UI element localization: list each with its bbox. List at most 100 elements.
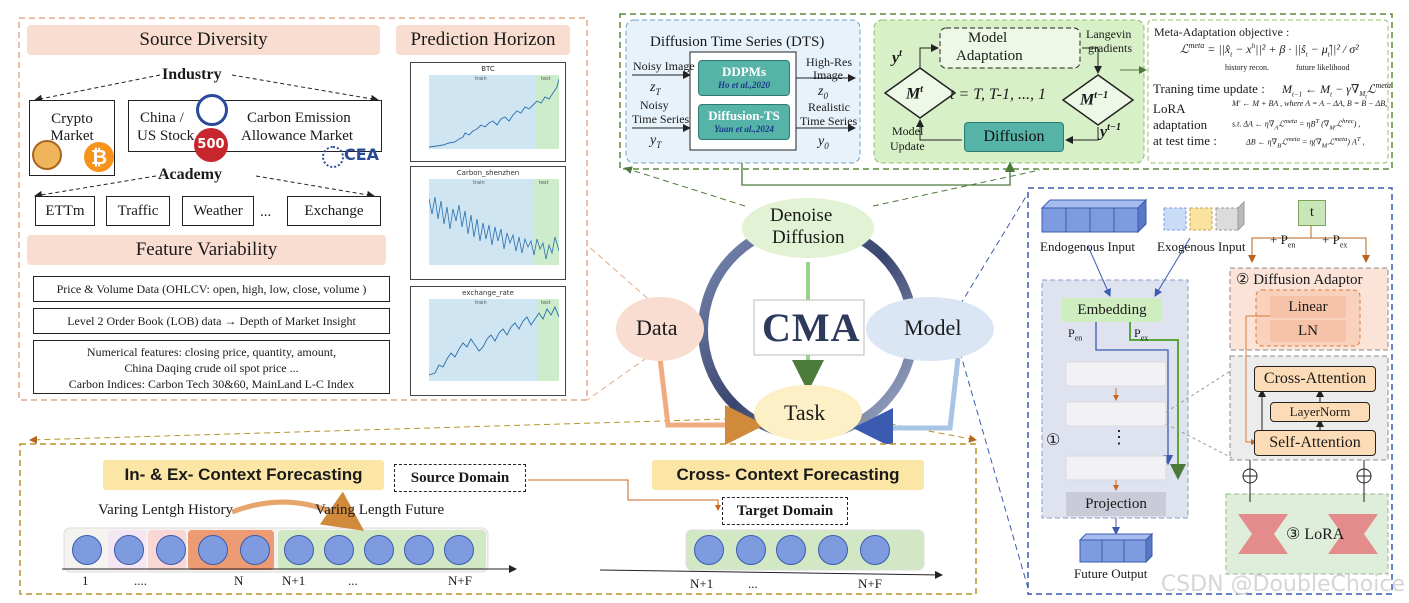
- lora-label: ③ LoRA: [1286, 526, 1345, 543]
- exogenous-arrow: [1154, 237, 1191, 297]
- data-label: Data: [636, 315, 678, 340]
- encoder-zoom-line-2: [1165, 423, 1233, 459]
- numerical-line-1: Numerical features: closing price, quant…: [86, 345, 337, 359]
- target-domain-box: Target Domain: [722, 497, 848, 525]
- cma-box: [753, 299, 865, 356]
- chart-carbon: Carbon_shenzhen train test: [410, 166, 566, 280]
- encoder-zoom-line-1: [1165, 369, 1233, 413]
- langevin-line-2: gradients: [1088, 41, 1132, 55]
- model-update-line-2: Update: [890, 139, 925, 153]
- history-circle-5: [240, 535, 270, 565]
- adaptor-title: ② Diffusion Adaptor: [1236, 272, 1363, 288]
- lora-formula-3: ΔB ← η∇Bℒmeta = η(∇M′ℒmeta) AT ,: [1246, 136, 1365, 150]
- prediction-horizon-title: Prediction Horizon: [396, 25, 570, 55]
- chart-btc-test: test: [541, 76, 551, 82]
- history-circle-3: [156, 535, 186, 565]
- cea-logo: CEA: [344, 145, 380, 164]
- lora-formula-1: M′ ← M + BA , where A = A − ΔA, B = B − …: [1232, 99, 1388, 108]
- task-label: Task: [784, 400, 826, 425]
- endogenous-arrow: [1087, 245, 1111, 297]
- axis1-tick-dots: ....: [134, 573, 147, 588]
- source-domain-box: Source Domain: [394, 464, 526, 492]
- future-output-label: Future Output: [1074, 566, 1148, 581]
- ddpms-cite: Ho et al.,2020: [718, 80, 770, 90]
- ddpms-label: DDPMs: [721, 64, 767, 79]
- target-circle-3: [776, 535, 806, 565]
- axis1-tick-n: N: [234, 573, 244, 588]
- chart-exchange-title: exchange_rate: [462, 289, 514, 297]
- data-to-task-arrow: [657, 357, 765, 445]
- future-circle-1: [284, 535, 314, 565]
- chart-carbon-train: train: [473, 180, 485, 186]
- dataset-ellipsis: ...: [260, 204, 272, 220]
- model-to-task-arrow: [853, 357, 961, 448]
- lora-shape-left: [1238, 514, 1288, 554]
- linear-block: Linear: [1270, 296, 1346, 318]
- future-likelihood-label: future likelihood: [1296, 63, 1350, 72]
- objective-title: Meta-Adaptation objective :: [1154, 25, 1290, 39]
- academy-label: Academy: [158, 166, 222, 183]
- dts-to-meta-connector: [741, 161, 1016, 186]
- industry-label: Industry: [162, 66, 222, 83]
- p-ex-label: + Pex: [1322, 232, 1348, 250]
- cross-attention-block: Cross-Attention: [1254, 366, 1376, 392]
- feature-ohlcv: Price & Volume Data (OHLCV: open, high, …: [33, 276, 390, 302]
- chart-exchange: exchange_rate train test: [410, 286, 566, 396]
- academy-right-arrow: [255, 175, 375, 199]
- cma-label: CMA: [762, 305, 861, 350]
- dts-title: Diffusion Time Series (DTS): [650, 34, 825, 50]
- cea-sun-icon: [322, 146, 344, 168]
- axis1-tick-dots2: ...: [348, 573, 358, 588]
- carbon-line-2: Allowance Market: [241, 128, 354, 144]
- ddpms-block: DDPMs Ho et al.,2020: [698, 60, 790, 96]
- z-t-label: zT: [650, 80, 661, 97]
- t-arrow-left: [1248, 226, 1312, 263]
- future-output-cubes: [1078, 532, 1154, 564]
- training-update-label: Traning time update :: [1153, 81, 1265, 96]
- sp500-badge-icon: 500: [194, 128, 228, 162]
- mt-diamond-right: [1061, 74, 1135, 126]
- mt-left-label: Mt: [906, 84, 924, 103]
- pen-label: Pen: [1068, 326, 1083, 343]
- chart-exchange-line: [429, 305, 559, 376]
- sse-logo-icon: [196, 94, 228, 126]
- axis-2: [599, 569, 943, 579]
- axis1-tick-nf: N+F: [448, 573, 472, 588]
- noisy-image-label: Noisy Image: [633, 59, 695, 73]
- noisy-ts-line-2: Time Series: [632, 112, 690, 126]
- chart-carbon-title: Carbon_shenzhen: [456, 169, 520, 177]
- numerical-line-3: Carbon Indices: Carbon Tech 30&60, MainL…: [68, 377, 355, 391]
- axis2-tick-dots: ...: [748, 576, 758, 591]
- p-en-label: + Pen: [1270, 232, 1296, 250]
- numerical-line-2: China Daqing crude oil spot price ...: [124, 361, 299, 375]
- data-to-panel-connector-2: [586, 351, 656, 401]
- training-update-formula: Mt−1 ← Mt − γ∇Mtℒmeta: [1282, 81, 1392, 101]
- chart-exchange-test: test: [541, 300, 551, 306]
- history-recon-label: history recon.: [1225, 63, 1269, 72]
- model-update-line-1: Model: [892, 124, 924, 138]
- loop-arrow-bottom-left: [916, 119, 962, 141]
- diffts-label: Diffusion-TS: [708, 108, 780, 123]
- denoise-line-1: Denoise: [770, 205, 833, 226]
- history-to-future-arrow: [231, 491, 365, 531]
- crypto-line-1: Crypto: [51, 111, 93, 127]
- ln-block: LN: [1270, 320, 1346, 342]
- source-diversity-title: Source Diversity: [27, 25, 380, 55]
- dataset-exchange: Exchange: [287, 196, 381, 226]
- future-circle-2: [324, 535, 354, 565]
- y-t-label: yT: [650, 133, 662, 150]
- mt1-right-label: Mt−1: [1080, 90, 1109, 109]
- industry-left-arrow: [34, 74, 161, 103]
- history-circle-1: [72, 535, 102, 565]
- realistic-line-2: Time Series: [800, 114, 858, 128]
- noisy-ts-line-1: Noisy: [640, 98, 669, 112]
- chart-btc-title: BTC: [481, 65, 495, 73]
- diffts-block: Diffusion-TS Yuan et al.,2024: [698, 104, 790, 140]
- china-line-1: China /: [140, 110, 184, 126]
- layernorm-block: LayerNorm: [1270, 402, 1370, 422]
- y0-label: y0: [818, 134, 829, 151]
- chart-exchange-train-area: [429, 299, 537, 381]
- chart-exchange-train: train: [475, 300, 487, 306]
- future-circle-3: [364, 535, 394, 565]
- carbon-line-1: Carbon Emission: [247, 110, 351, 126]
